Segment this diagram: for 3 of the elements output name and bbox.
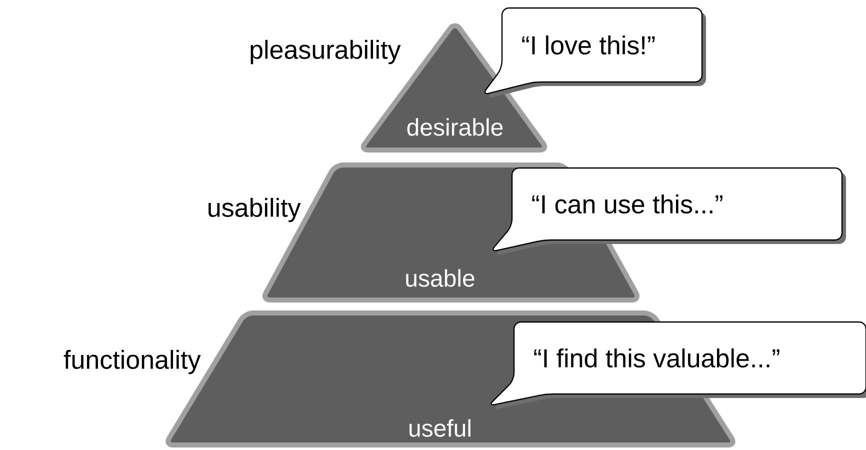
speech-bubble: “I love this!” [484, 7, 706, 98]
speech-bubble: “I can use this...” [492, 167, 846, 255]
speech-bubble: “I find this valuable...” [490, 321, 866, 409]
